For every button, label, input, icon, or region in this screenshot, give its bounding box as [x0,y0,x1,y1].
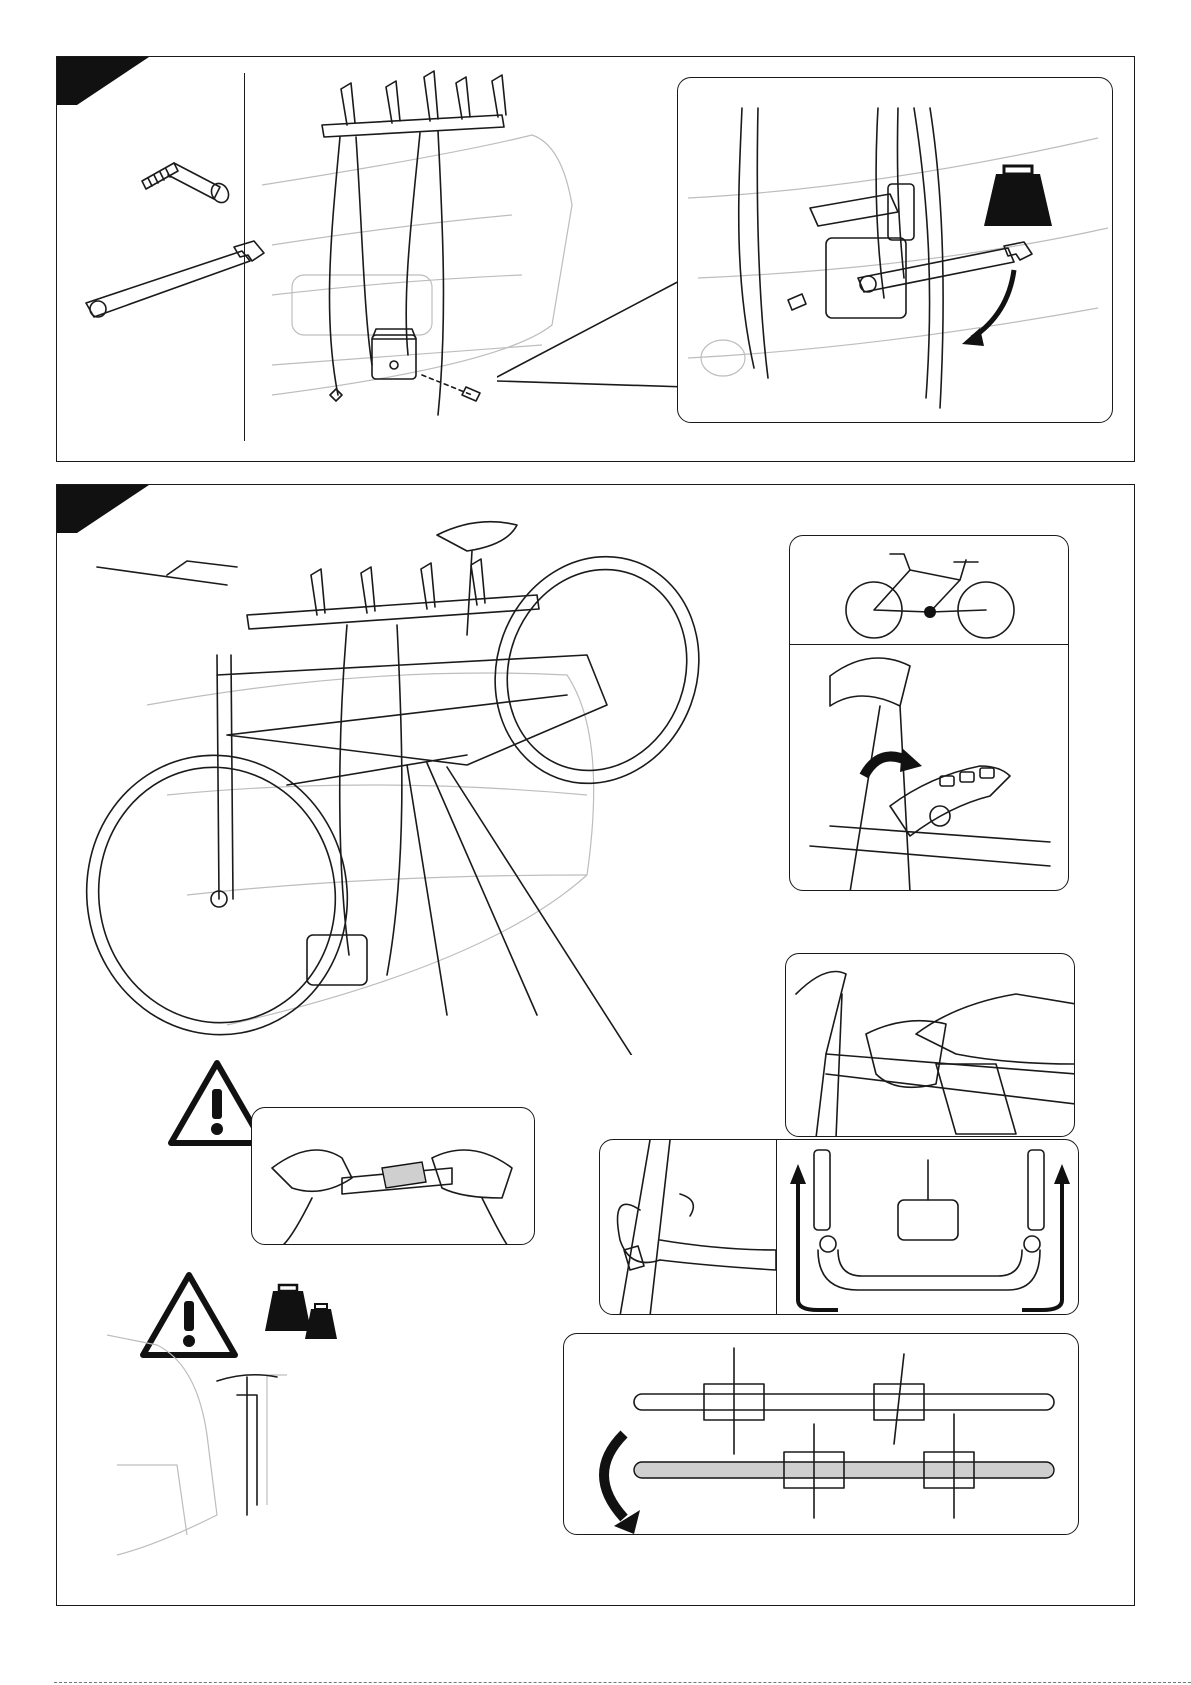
parts-divider [244,73,245,441]
strap-cradle-divider [776,1140,777,1315]
wrench-tightening-illustration [678,78,1113,423]
frame-detail-divider [790,644,1069,645]
weight-icon [978,152,1058,232]
frame-clamp-detail [789,535,1069,891]
bike-order-rotation-detail [563,1333,1079,1535]
bolt-icon [112,141,252,211]
page-bottom-rule [54,1682,1191,1683]
strap-tightening-illustration [252,1108,535,1245]
strap-tightening-detail [251,1107,535,1245]
hand-pressing-clamp-detail [785,953,1075,1137]
cradle-rotation-illustration [778,1140,1079,1315]
bike-mounted-on-carrier-illustration [67,495,767,1055]
bike-order-rotation-illustration [564,1334,1079,1535]
step-2-panel [56,484,1135,1606]
wrench-tightening-detail [677,77,1113,423]
bikes-rear-view-illustration [97,1315,357,1585]
strap-wrap-illustration [600,1140,776,1315]
step-1-corner-marker [57,57,157,107]
frame-clamp-closing-illustration [790,646,1069,891]
hand-pressing-clamp-illustration [786,954,1075,1137]
step-1-panel [56,56,1135,462]
detail-callout-lines [497,257,697,397]
strap-and-cradle-detail [599,1139,1079,1315]
turn-arrow-icon [958,264,1038,354]
wrench-icon [72,225,272,325]
bike-frame-icon [830,540,1030,644]
